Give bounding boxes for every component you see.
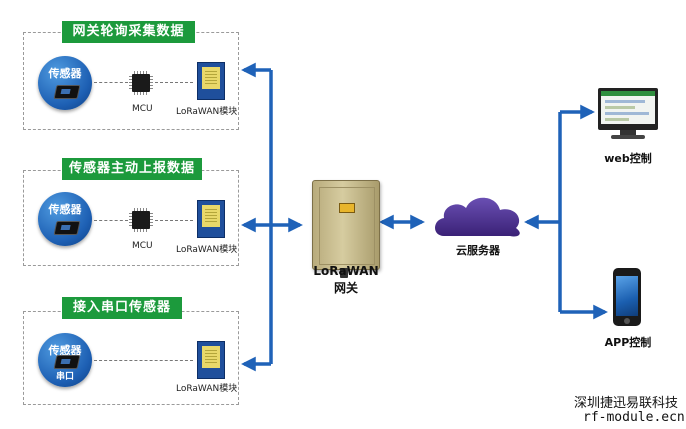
web-label: web控制: [604, 152, 652, 165]
panel-title: 网关轮询采集数据: [62, 21, 195, 43]
mcu-label: MCU: [132, 241, 153, 251]
lora-label: LoRaWAN模块: [176, 245, 238, 255]
mcu-label: MCU: [132, 104, 153, 114]
app-phone-icon: [613, 268, 641, 326]
mcu-chip-icon: [129, 71, 153, 95]
monitor-stand: [620, 130, 636, 136]
dash-link: [94, 82, 128, 83]
lora-label: LoRaWAN模块: [176, 384, 238, 394]
sensor-label: 传感器: [48, 344, 82, 357]
serial-label: 串口: [55, 372, 74, 382]
sensor-chip-icon: [53, 355, 81, 369]
gateway-device-icon: [312, 180, 380, 270]
sensor-icon: 传感器: [38, 56, 92, 110]
gateway-logo-icon: [339, 203, 355, 213]
monitor-base: [611, 135, 645, 139]
gateway-connector-icon: [340, 268, 348, 278]
lora-module-icon: [197, 200, 225, 238]
dash-link: [94, 360, 193, 361]
watermark-url: rf-module.ecn: [583, 410, 685, 425]
panel-title: 接入串口传感器: [62, 297, 182, 319]
sensor-label: 传感器: [48, 203, 82, 216]
cloud-icon: [435, 197, 520, 237]
mcu-chip-icon: [129, 208, 153, 232]
dash-link: [155, 82, 193, 83]
app-label: APP控制: [604, 336, 652, 349]
sensor-chip-icon: [53, 221, 81, 235]
gateway-label-line1: LoRaWAN: [313, 264, 379, 278]
lora-module-icon: [197, 341, 225, 379]
cloud-label: 云服务器: [456, 244, 500, 257]
dash-link: [155, 220, 193, 221]
sensor-icon: 传感器: [38, 192, 92, 246]
lora-module-icon: [197, 62, 225, 100]
dash-link: [94, 220, 128, 221]
watermark-company: 深圳捷迅易联科技: [574, 396, 679, 411]
sensor-icon: 传感器 串口: [38, 333, 92, 387]
gateway-label-line2: 网关: [333, 281, 358, 295]
web-monitor-icon: [598, 88, 658, 130]
panel-title: 传感器主动上报数据: [62, 158, 202, 180]
sensor-chip-icon: [53, 85, 81, 99]
lora-label: LoRaWAN模块: [176, 107, 238, 117]
sensor-label: 传感器: [48, 67, 82, 80]
